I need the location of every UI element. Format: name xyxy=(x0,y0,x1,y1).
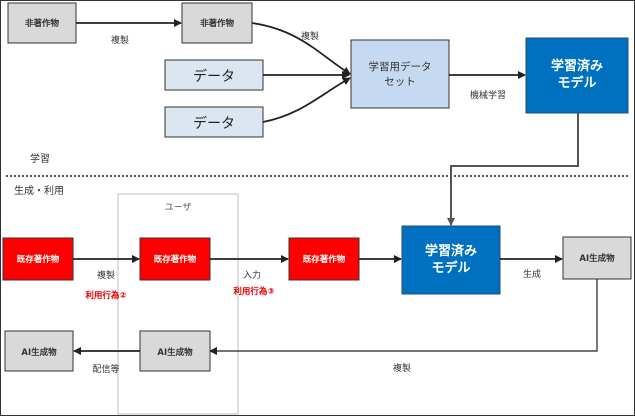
trained-model-generation-line2: モデル xyxy=(431,260,470,276)
existing-work-label-3: 既存著作物 xyxy=(303,254,346,265)
edge-model-transfer xyxy=(447,113,579,226)
existing-work-label-1: 既存著作物 xyxy=(17,254,60,265)
edge-copy-2 xyxy=(251,22,351,75)
ai-output-box-3 xyxy=(4,330,74,372)
edge-copy-2-label: 複製 xyxy=(301,30,319,42)
section-learning-label: 学習 xyxy=(30,152,50,165)
edge-data-2 xyxy=(262,77,351,123)
existing-work-box-1 xyxy=(2,237,74,281)
training-dataset-label-line1: 学習用データ xyxy=(369,60,432,73)
edge-user-copy-label: 複製 xyxy=(97,269,115,281)
training-dataset-label-line2: セット xyxy=(384,76,416,88)
data-label-2: データ xyxy=(193,115,235,132)
ai-output-box-2 xyxy=(139,330,211,372)
edge-copy-back xyxy=(209,279,598,355)
edge-copy-1-label: 複製 xyxy=(111,34,129,46)
trained-model-box-learning xyxy=(525,37,629,114)
data-label-1: データ xyxy=(193,68,235,85)
trained-model-learning-line1: 学習済み xyxy=(551,58,603,74)
use-act-3-label: 利用行為③ xyxy=(232,286,274,297)
edge-copy-back-label: 複製 xyxy=(393,362,411,374)
trained-model-learning-line2: モデル xyxy=(557,75,596,91)
edge-distribute-label: 配信等 xyxy=(92,363,119,375)
existing-work-label-2: 既存著作物 xyxy=(154,254,197,265)
use-act-2-label: 利用行為② xyxy=(84,290,126,301)
section-generation-label: 生成・利用 xyxy=(14,184,64,197)
ai-output-label-1: AI生成物 xyxy=(579,253,615,264)
edge-input-label: 入力 xyxy=(243,269,261,281)
training-dataset-box xyxy=(350,39,450,109)
non-copyrighted-label-1: 非著作物 xyxy=(25,18,60,29)
non-copyrighted-label-2: 非著作物 xyxy=(200,18,235,29)
data-box-1 xyxy=(164,59,264,91)
non-copyrighted-box-1 xyxy=(7,2,77,44)
data-box-2 xyxy=(164,106,264,138)
ai-output-label-3: AI生成物 xyxy=(21,347,57,358)
ai-output-label-2: AI生成物 xyxy=(157,347,193,358)
edge-generate-label: 生成 xyxy=(523,268,541,280)
edge-machine-learning-label: 機械学習 xyxy=(470,89,506,101)
user-group-label: ユーザ xyxy=(165,202,192,213)
trained-model-box-generation xyxy=(401,225,501,295)
user-group-frame xyxy=(117,193,239,415)
ai-output-box-1 xyxy=(562,236,632,280)
existing-work-box-3 xyxy=(288,237,360,281)
trained-model-generation-line1: 学習済み xyxy=(425,243,477,259)
